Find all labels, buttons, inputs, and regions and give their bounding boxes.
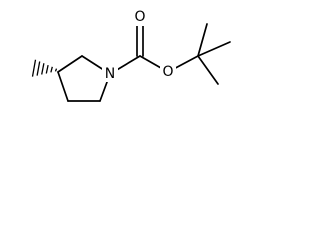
carbonyl-oxygen-label: O (134, 9, 145, 25)
tbutyl-methyl-up (197, 23, 208, 57)
nitrogen-label: N (105, 66, 115, 82)
methyl-hashed-wedge (31, 59, 58, 77)
atom-ester-oxygen: O (160, 62, 176, 80)
tbutyl-methyl-right (197, 41, 231, 57)
ring-bond-c2-c3 (57, 55, 83, 73)
ring-bond-c3-c4 (57, 71, 69, 102)
ester-oxygen-label: O (162, 64, 173, 80)
molecule-structure: N O O (31, 8, 231, 102)
atom-nitrogen: N (102, 64, 118, 82)
tbutyl-methyl-down (197, 55, 219, 85)
atom-carbonyl-oxygen: O (132, 8, 148, 26)
